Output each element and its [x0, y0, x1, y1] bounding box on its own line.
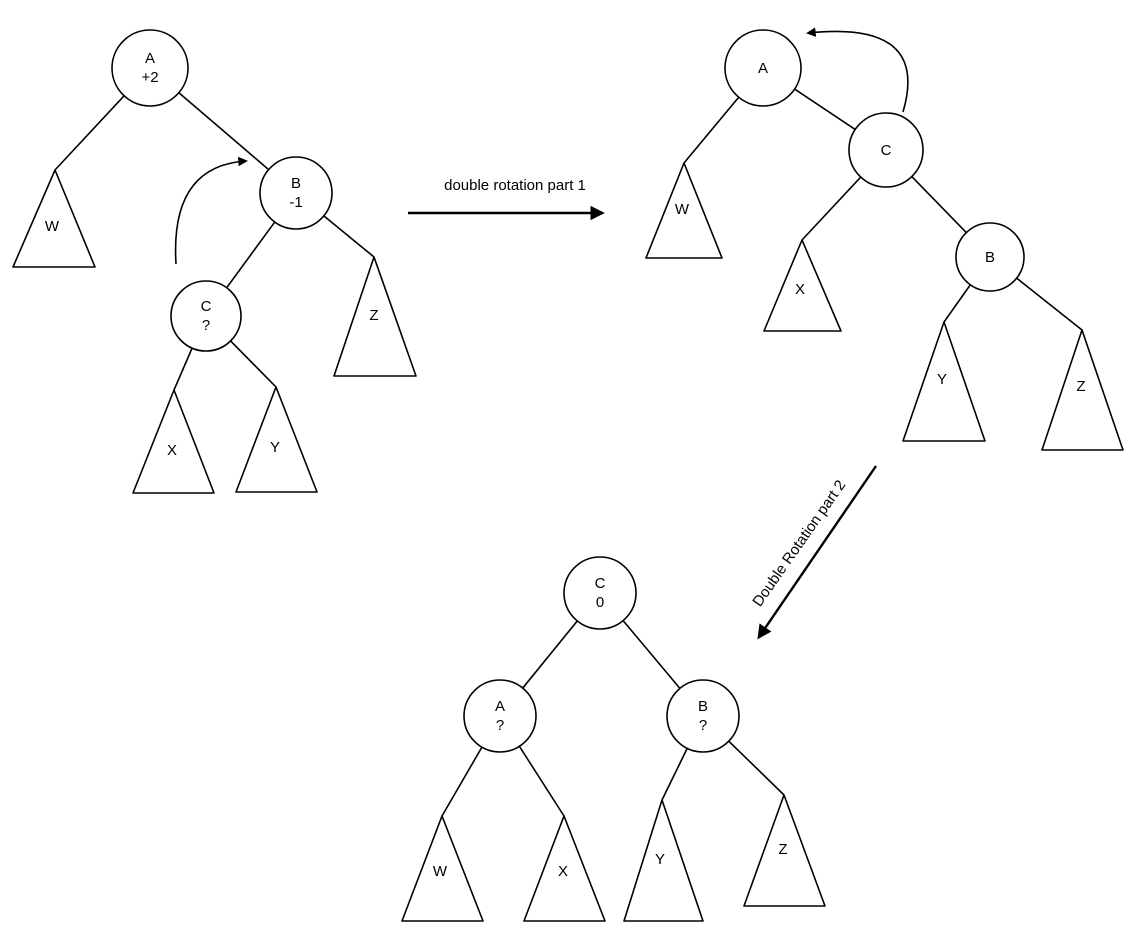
tree-edge	[728, 740, 785, 796]
tree-node-A	[724, 29, 802, 107]
subtree-label-Z: Z	[1076, 378, 1085, 395]
node-balance-B: -1	[289, 194, 302, 211]
tree-node-B	[259, 156, 333, 230]
node-label-B: B	[985, 249, 995, 266]
subtree-triangle-X	[523, 815, 606, 922]
node-balance-B: ?	[699, 717, 707, 734]
subtree-triangle-W	[401, 815, 484, 922]
tree-edge	[943, 284, 972, 323]
tree-edge	[518, 745, 565, 817]
tree-edge	[801, 176, 862, 241]
subtree-label-Y: Y	[937, 371, 947, 388]
tree-node-B	[955, 222, 1025, 292]
tree-edge	[230, 340, 277, 388]
subtree-triangle-Y	[623, 799, 704, 922]
subtree-label-Y: Y	[270, 439, 280, 456]
step-arrow-2-label: Double Rotation part 2	[749, 477, 849, 610]
step-arrow-2	[757, 465, 877, 640]
subtree-triangle-Z	[743, 794, 826, 907]
tree-edge	[173, 347, 193, 391]
subtree-label-X: X	[558, 863, 568, 880]
tree-edge	[661, 748, 688, 801]
tree-node-A	[463, 679, 537, 753]
tree-node-B	[666, 679, 740, 753]
subtree-triangle-X	[132, 389, 215, 494]
tree-edge	[323, 215, 375, 258]
tree-node-A	[111, 29, 189, 107]
subtree-label-W: W	[675, 201, 690, 218]
subtree-triangle-W	[645, 162, 723, 259]
tree-edge	[683, 96, 740, 164]
node-balance-A: ?	[496, 717, 504, 734]
node-label-B: B	[698, 698, 708, 715]
node-balance-C: ?	[202, 317, 210, 334]
tree-edge	[441, 746, 483, 817]
tree-edge	[911, 175, 967, 234]
subtree-label-X: X	[167, 442, 177, 459]
subtree-label-Z: Z	[369, 307, 378, 324]
node-label-B: B	[291, 175, 301, 192]
subtree-label-Z: Z	[778, 841, 787, 858]
tree-node-C	[563, 556, 637, 630]
subtree-triangle-X	[763, 239, 842, 332]
tree-after-part-2: W X Y Z C 0A? B?	[401, 556, 826, 922]
subtree-label-W: W	[45, 218, 60, 235]
node-label-A: A	[495, 698, 505, 715]
tree-edge	[522, 620, 578, 689]
tree-edge	[178, 92, 270, 171]
subtree-triangle-Z	[1041, 329, 1124, 451]
subtree-triangle-Y	[235, 386, 318, 493]
node-label-C: C	[595, 575, 606, 592]
tree-edge	[226, 221, 276, 289]
node-label-C: C	[201, 298, 212, 315]
subtree-triangle-Z	[333, 256, 417, 377]
tree-after-part-1: W X Y Z A C B	[645, 29, 1124, 451]
node-label-A: A	[145, 50, 155, 67]
tree-node-C	[848, 112, 924, 188]
tree-edge	[622, 620, 681, 689]
subtree-label-X: X	[795, 281, 805, 298]
subtree-triangle-Y	[902, 321, 986, 442]
rotate-hint-arrow-2	[806, 27, 909, 113]
tree-edge	[794, 88, 856, 131]
rotate-hint-arrow-1	[174, 156, 248, 265]
tree-edge	[54, 95, 125, 171]
subtree-triangle-W	[12, 169, 96, 268]
tree-node-C	[170, 280, 242, 352]
subtree-label-Y: Y	[655, 851, 665, 868]
node-label-C: C	[881, 142, 892, 159]
node-label-A: A	[758, 60, 768, 77]
node-balance-A: +2	[141, 69, 158, 86]
tree-before-rotation: W Z X Y A +2B -1C?	[12, 29, 417, 494]
node-balance-C: 0	[596, 594, 604, 611]
tree-edge	[1016, 277, 1083, 331]
subtree-label-W: W	[433, 863, 448, 880]
step-arrow-1-label: double rotation part 1	[444, 177, 586, 194]
